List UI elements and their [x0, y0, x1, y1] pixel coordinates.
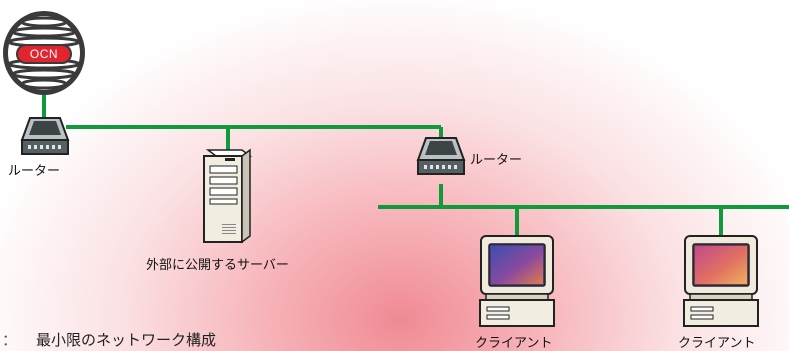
server-label: 外部に公開するサーバー [146, 258, 289, 273]
client-computer-icon-2 [683, 235, 759, 327]
router-main-label: ルーター [8, 164, 61, 179]
isp-globe-icon [3, 11, 85, 95]
router-lan-icon [416, 137, 466, 175]
server-tower-icon [203, 148, 253, 244]
client-label-1: クライアント [475, 336, 553, 351]
router-lan-label: ルーター [470, 153, 523, 168]
caption-marker: ： [2, 331, 18, 349]
router-main-icon [20, 117, 70, 155]
client-computer-icon-1 [479, 235, 555, 327]
diagram-caption: 最小限のネットワーク構成 [36, 331, 217, 349]
client-label-2: クライアント [678, 336, 756, 351]
network-links [42, 92, 789, 236]
isp-label: OCN [29, 47, 59, 61]
